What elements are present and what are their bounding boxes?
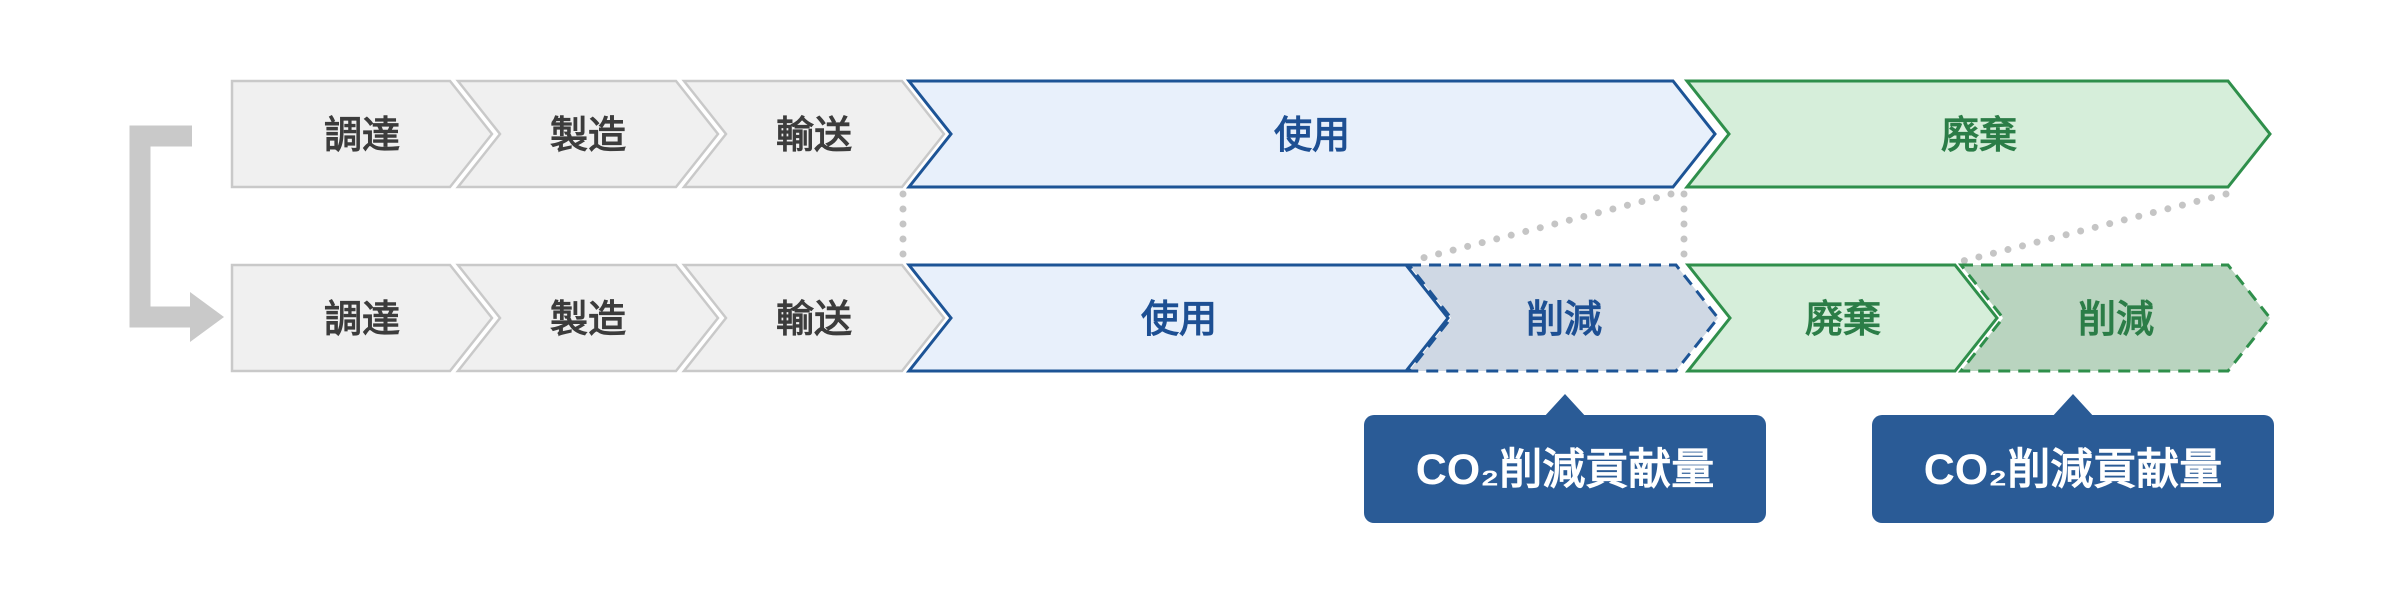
- segment-label-use-reduction: 削減: [1526, 299, 1602, 341]
- callout-label-disposal: CO₂削減貢献量: [1924, 446, 2223, 494]
- segment-label-manufacturing-2: 製造: [550, 299, 626, 341]
- co2-callout-use: CO₂削減貢献量: [1364, 394, 1766, 523]
- segment-label-disposal-2: 廃棄: [1805, 299, 1881, 341]
- callout-pointer-up-icon: [1543, 394, 1587, 418]
- chevron-use-reduction: [1405, 263, 1720, 373]
- chevron-procurement-2: [230, 263, 494, 373]
- segment-label-manufacturing: 製造: [550, 115, 626, 157]
- callout-box: [1872, 415, 2274, 523]
- chevron-manufacturing-2: [455, 263, 720, 373]
- row-baseline-lifecycle: 調達 製造 輸送 使用 廃棄: [230, 79, 2272, 189]
- chevron-disposal-2: [1684, 263, 1999, 373]
- segment-label-disposal-reduction: 削減: [2078, 299, 2154, 341]
- chevron-manufacturing: [455, 79, 720, 189]
- chevron-transport: [681, 79, 946, 189]
- callout-label-use: CO₂削減貢献量: [1416, 446, 1715, 494]
- row-improved-lifecycle: 調達 製造 輸送 使用 削減 廃棄 削減: [230, 263, 2272, 373]
- dotted-connector-use-diagonal: [1407, 190, 1675, 265]
- segment-label-use: 使用: [1274, 115, 1350, 157]
- segment-label-transport-2: 輸送: [776, 299, 852, 341]
- segment-label-procurement-2: 調達: [324, 299, 400, 341]
- segment-label-disposal: 廃棄: [1941, 115, 2017, 157]
- chevron-transport-2: [681, 263, 946, 373]
- segment-label-transport: 輸送: [776, 115, 852, 157]
- callout-pointer-up-icon: [2051, 394, 2095, 418]
- loop-back-arrowhead-icon: [190, 292, 224, 342]
- loop-back-arrow: [129, 125, 224, 342]
- loop-back-arrow-shaft: [129, 125, 192, 328]
- segment-label-procurement: 調達: [324, 115, 400, 157]
- chevron-use-2: [905, 263, 1450, 373]
- chevron-procurement: [230, 79, 494, 189]
- segment-label-use-2: 使用: [1141, 299, 1217, 341]
- dotted-connector-disposal-diagonal: [1959, 190, 2230, 265]
- chevron-disposal-reduction: [1957, 263, 2272, 373]
- chevron-use: [905, 79, 1717, 189]
- co2-callout-disposal: CO₂削減貢献量: [1872, 394, 2274, 523]
- callout-box: [1364, 415, 1766, 523]
- chevron-disposal: [1683, 79, 2272, 189]
- alignment-connectors: [899, 190, 2230, 265]
